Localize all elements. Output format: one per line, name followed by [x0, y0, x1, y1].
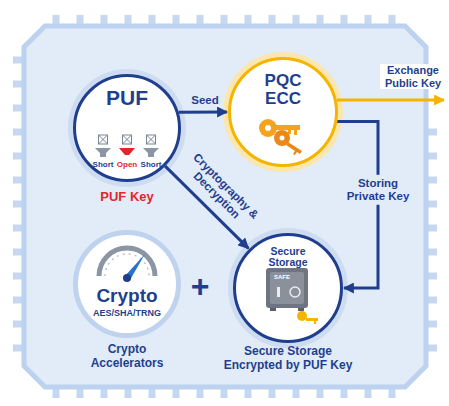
node-title: Secure Storage	[253, 246, 323, 268]
edge-label: Storing Private Key	[345, 175, 411, 205]
safe-icon	[266, 268, 318, 324]
key-icon	[259, 119, 302, 155]
chip-body	[24, 26, 426, 387]
puf-circle: PUFShortOpenShortPUF Key	[73, 74, 181, 182]
node-subtitle: AES/SHA/TRNG	[82, 308, 172, 318]
plus-sign: +	[188, 268, 212, 305]
connector-arrow	[179, 111, 227, 114]
pqc-circle: PQC ECC	[228, 57, 338, 167]
disc	[75, 232, 179, 336]
disc	[75, 76, 179, 180]
safe-text: SAFE	[270, 274, 294, 281]
cell-label: Short	[136, 160, 166, 169]
edge-label: Cryptography & Decryption	[179, 149, 263, 233]
edge-label: Seed	[185, 94, 225, 107]
node-caption: PUF Key	[82, 190, 172, 205]
chip-pins	[13, 15, 437, 398]
cell-label: Open	[112, 160, 142, 169]
exchange-label: Exchange Public Key	[380, 64, 446, 89]
crypto-circle: CryptoAES/SHA/TRNGCrypto Accelerators	[73, 230, 181, 338]
disc	[230, 59, 336, 165]
exchange-arrow	[337, 99, 444, 102]
node-title: PQC ECC	[253, 72, 313, 108]
cell-label: Short	[88, 160, 118, 169]
node-caption: Crypto Accelerators	[72, 343, 182, 371]
disc	[235, 235, 341, 341]
node-caption: Secure Storage Encrypted by PUF Key	[213, 345, 363, 373]
storage-circle: Secure StorageSecure Storage Encrypted b…	[233, 233, 343, 343]
puf-vias	[95, 148, 159, 157]
puf-cells	[99, 135, 156, 144]
halo	[223, 52, 343, 172]
node-title: PUF	[92, 86, 162, 110]
node-title: Crypto	[82, 285, 172, 307]
gauge-icon	[99, 248, 155, 282]
